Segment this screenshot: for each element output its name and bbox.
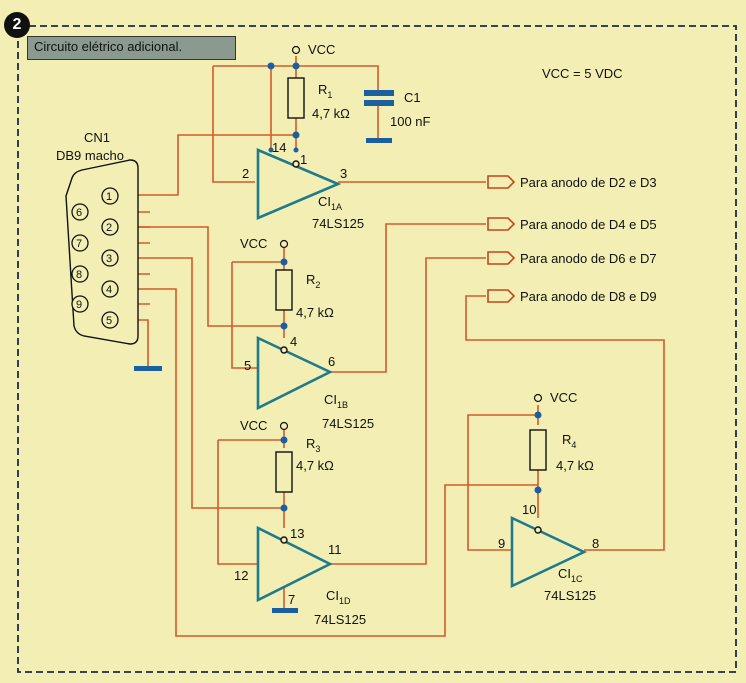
ci1c-pin-in: 9: [498, 536, 505, 551]
ci1c-pin-en: 10: [522, 502, 536, 517]
r3-ref: R3: [306, 436, 320, 454]
svg-text:9: 9: [76, 299, 82, 311]
svg-text:5: 5: [106, 315, 112, 327]
vcc-note: VCC = 5 VDC: [542, 66, 623, 81]
svg-text:1: 1: [106, 191, 112, 203]
resistor-r2: R2 4,7 kΩ: [275, 269, 334, 320]
ci1b-part: 74LS125: [322, 416, 374, 431]
vcc-terminal-3: [279, 421, 289, 431]
vcc-terminal-4: [533, 393, 543, 403]
figure-frame: [17, 25, 737, 673]
r4-ref: R4: [562, 432, 576, 450]
ci1b-ref: CI1B: [324, 392, 348, 410]
r1-ref: R1: [318, 82, 332, 100]
ci1c-ref: CI1C: [558, 566, 583, 584]
ci1d-pin-out: 11: [328, 542, 342, 557]
svg-text:7: 7: [76, 238, 82, 250]
gate-ci1b: 5 4 6 CI1B 74LS125: [244, 334, 374, 431]
gate-ci1c: 9 10 8 CI1C 74LS125: [498, 502, 599, 603]
vcc-terminals: VCC VCC VCC VCC: [240, 42, 577, 433]
connector-name: CN1: [84, 130, 110, 145]
ci1b-pin-in: 5: [244, 358, 251, 373]
ci1c-pin-out: 8: [592, 536, 599, 551]
ci1c-part: 74LS125: [544, 588, 596, 603]
vcc-label-1: VCC: [308, 42, 335, 57]
svg-text:3: 3: [106, 253, 112, 265]
r1-value: 4,7 kΩ: [312, 106, 350, 121]
output-arrows: Para anodo de D2 e D3 Para anodo de D4 e…: [487, 175, 657, 304]
junction-dots: [267, 62, 542, 512]
vcc-label-4: VCC: [550, 390, 577, 405]
r3-value: 4,7 kΩ: [296, 458, 334, 473]
vcc-label-2: VCC: [240, 236, 267, 251]
svg-text:4: 4: [106, 284, 112, 296]
gate-ci1a: 2 1 3 14 CI1A 74LS125: [242, 140, 364, 231]
output-label-1: Para anodo de D2 e D3: [520, 175, 657, 190]
c1-ref: C1: [404, 90, 421, 105]
ci1a-pin-out: 3: [340, 166, 347, 181]
ci1a-pin-in: 2: [242, 166, 249, 181]
ci1d-pin-in: 12: [234, 568, 248, 583]
figure-number-badge: 2: [4, 12, 30, 38]
figure-title: Circuito elétrico adicional.: [34, 39, 183, 54]
resistor-r1: R1 4,7 kΩ: [287, 77, 350, 121]
db9-connector: CN1 DB9 macho 1 2 3 4 5 6 7 8 9: [56, 130, 162, 371]
c1-value: 100 nF: [390, 114, 431, 129]
ci1d-part: 74LS125: [314, 612, 366, 627]
vcc-label-3: VCC: [240, 418, 267, 433]
r2-ref: R2: [306, 272, 320, 290]
ci1a-ref: CI1A: [318, 194, 342, 212]
output-label-2: Para anodo de D4 e D5: [520, 217, 657, 232]
db9-pins: 1 2 3 4 5 6 7 8 9: [71, 187, 119, 329]
ci1a-part: 74LS125: [312, 216, 364, 231]
ci1d-pin-gnd: 7: [288, 592, 295, 607]
vcc-terminal-1: [291, 45, 301, 55]
svg-text:6: 6: [76, 207, 82, 219]
resistor-r3: R3 4,7 kΩ: [275, 436, 334, 493]
ci1b-pin-out: 6: [328, 354, 335, 369]
output-label-3: Para anodo de D6 e D7: [520, 251, 657, 266]
resistor-r4: R4 4,7 kΩ: [529, 429, 594, 473]
gate-ci1d: 12 13 11 7 CI1D 74LS125: [234, 525, 366, 627]
svg-text:8: 8: [76, 269, 82, 281]
ci1d-pin-en: 13: [290, 526, 304, 541]
r2-value: 4,7 kΩ: [296, 305, 334, 320]
ci1a-pin-en: 1: [300, 152, 307, 167]
output-label-4: Para anodo de D8 e D9: [520, 289, 657, 304]
connector-type: DB9 macho: [56, 148, 124, 163]
r4-value: 4,7 kΩ: [556, 458, 594, 473]
capacitor-c1: C1 100 nF: [364, 90, 431, 143]
figure-title-box: Circuito elétrico adicional.: [27, 36, 236, 60]
ci1b-pin-en: 4: [290, 334, 297, 349]
svg-text:2: 2: [106, 222, 112, 234]
ci1d-ref: CI1D: [326, 588, 351, 606]
ci1a-pin-vcc: 14: [272, 140, 286, 155]
vcc-terminal-2: [279, 239, 289, 249]
